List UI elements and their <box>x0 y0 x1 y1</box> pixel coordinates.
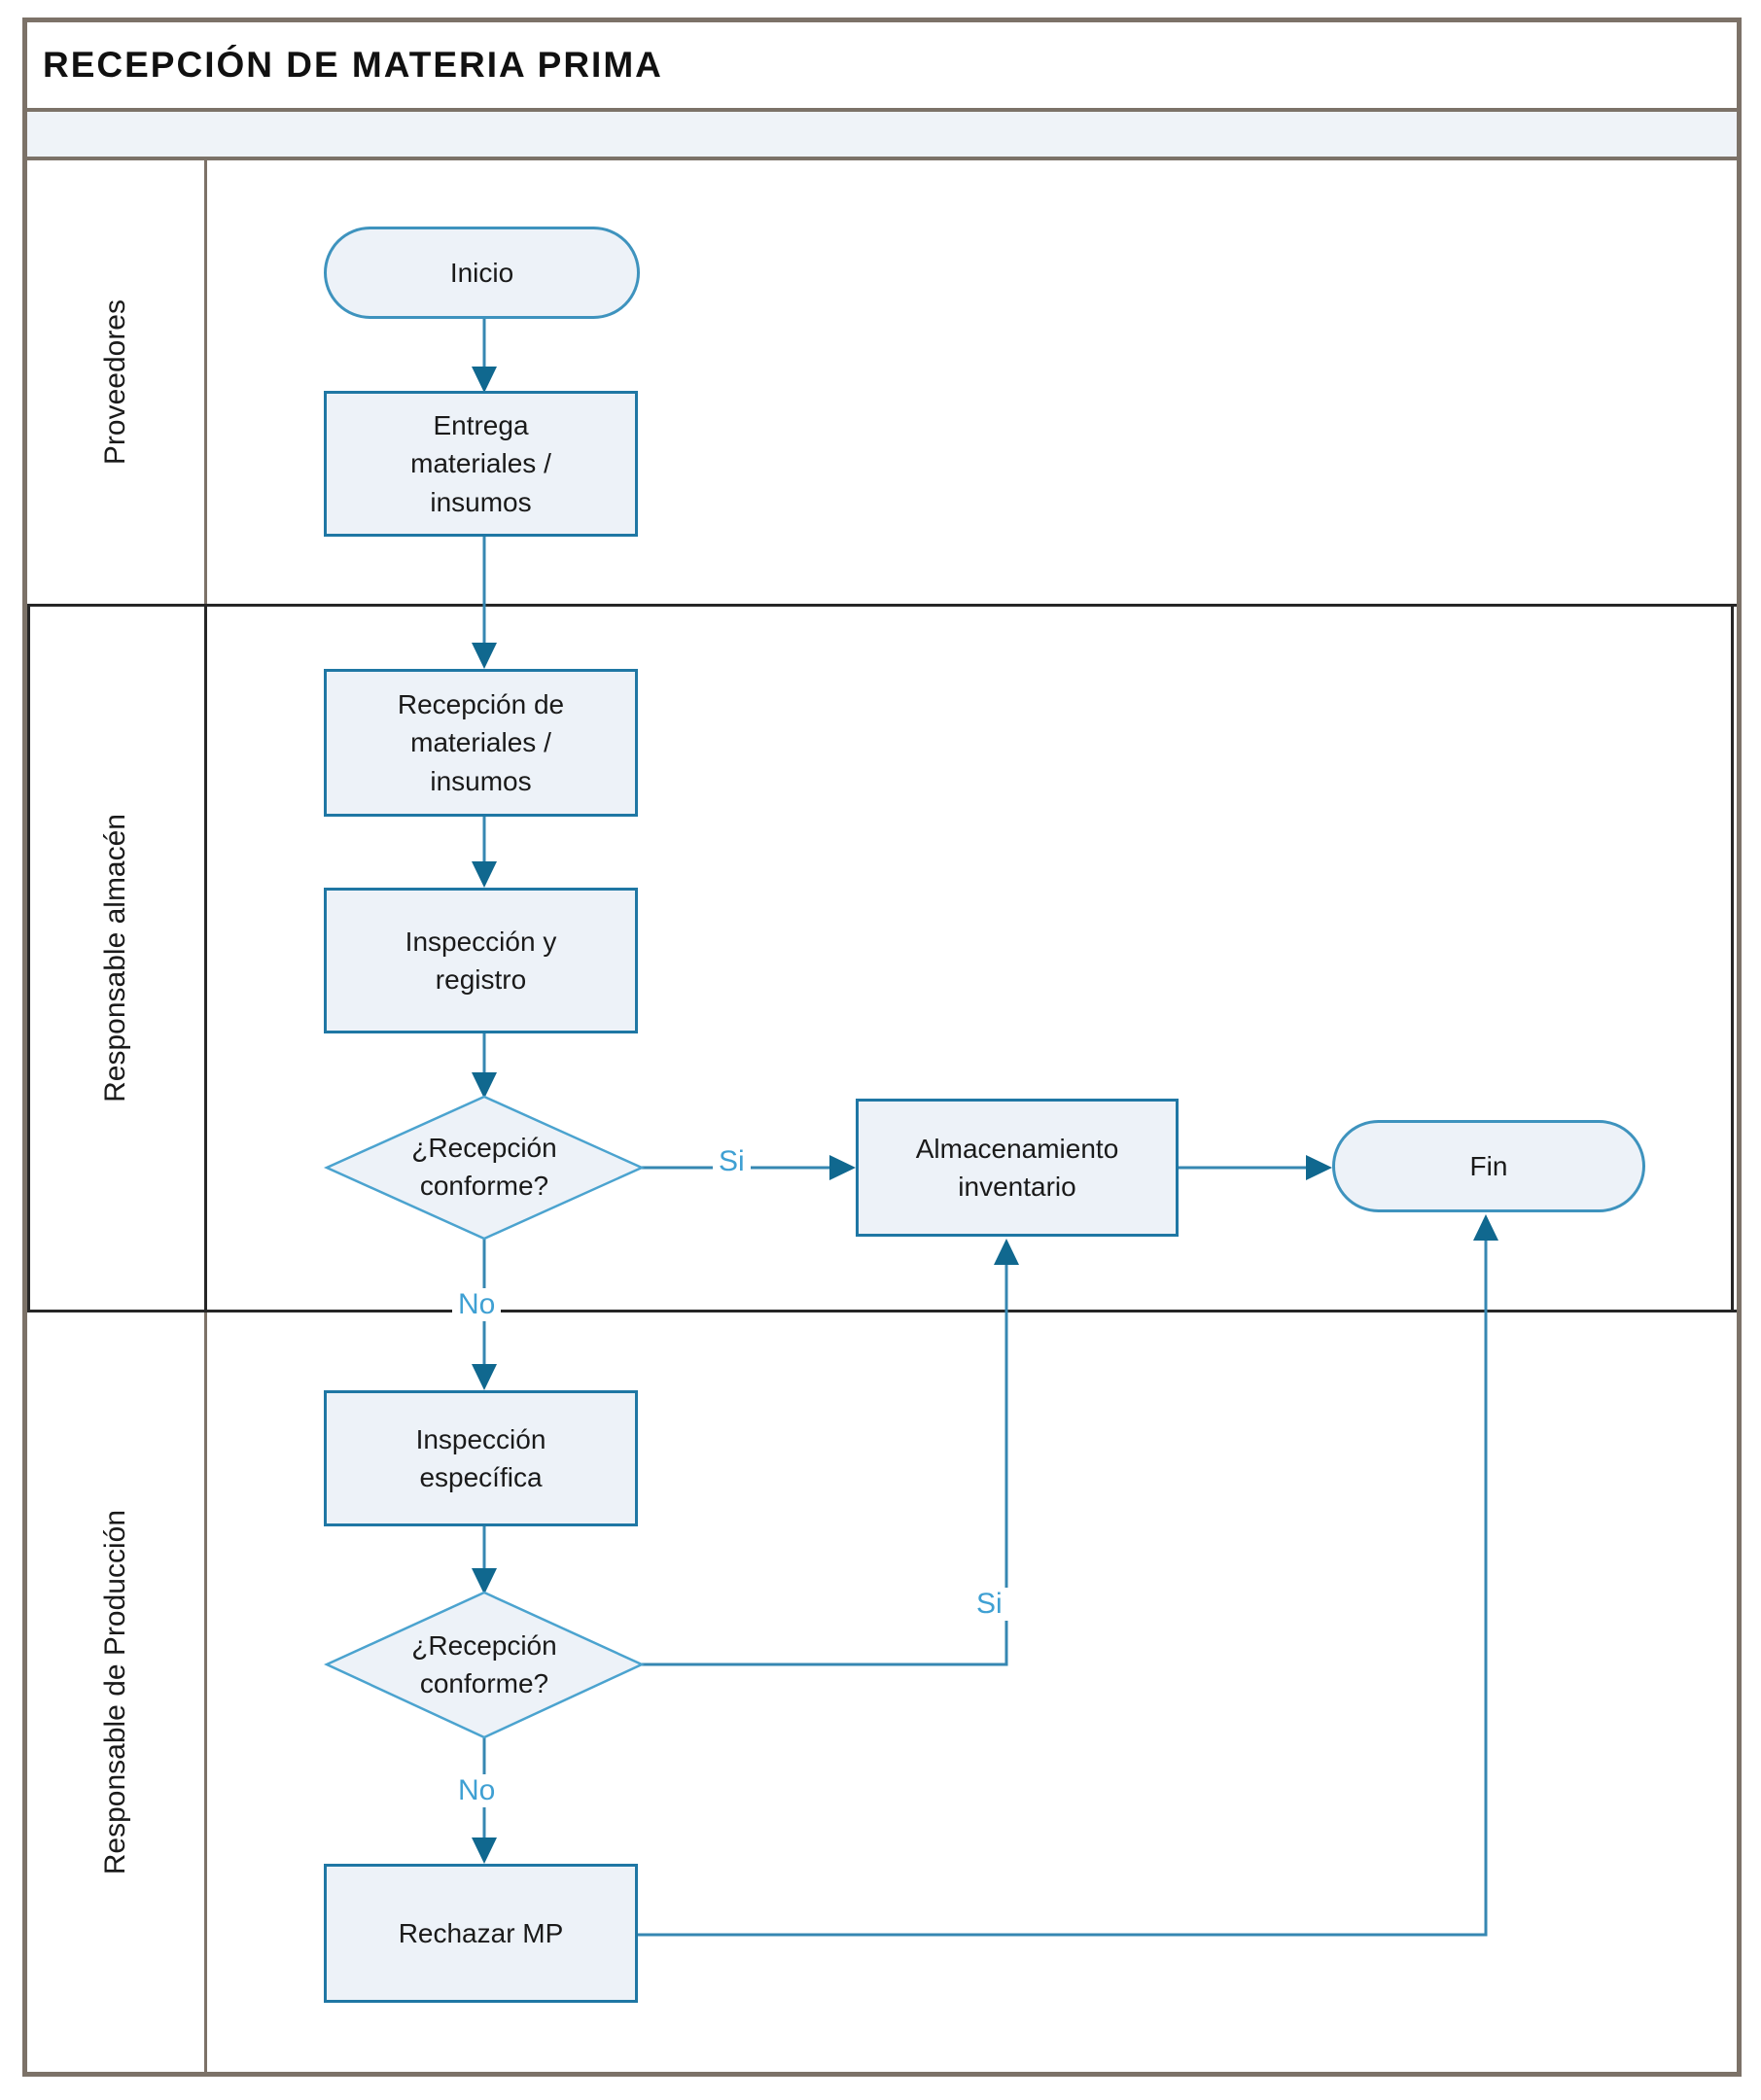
lane-divider-2 <box>27 1310 1737 1312</box>
arrowhead-almacenamiento-bottom <box>994 1239 1019 1265</box>
node-inicio: Inicio <box>324 227 640 319</box>
arrowhead-recepcion <box>472 643 497 669</box>
edge-label-si-almacen: Si <box>713 1145 751 1178</box>
node-entrega-materiales: Entrega materiales / insumos <box>324 391 638 537</box>
node-decision-produccion-label: ¿Recepción conforme? <box>411 1629 557 1698</box>
node-inspeccion-especifica: Inspección específica <box>324 1390 638 1526</box>
arrowhead-entrega <box>472 367 497 393</box>
edge-label-no-produccion: No <box>452 1774 502 1807</box>
arrowhead-rechazar <box>472 1838 497 1864</box>
lane-label-proveedores: Proveedores <box>27 160 207 604</box>
node-inspeccion-registro: Inspección y registro <box>324 888 638 1033</box>
lane-label-responsable-produccion: Responsable de Producción <box>27 1312 207 2072</box>
decision-produccion-diamond <box>324 1591 645 1739</box>
arrowhead-fin-bottom <box>1473 1214 1498 1241</box>
edge-label-no-almacen: No <box>452 1288 502 1321</box>
lane2-right-border <box>1731 607 1734 1310</box>
arrowhead-almacenamiento-left <box>829 1155 856 1180</box>
arrowhead-inspeccion-registro <box>472 861 497 888</box>
connector-rechazar-fin <box>638 1236 1488 1937</box>
arrowhead-decision2 <box>472 1568 497 1594</box>
arrowhead-inspeccion-especifica <box>472 1364 497 1390</box>
node-recepcion-materiales: Recepción de materiales / insumos <box>324 669 638 817</box>
chart-outer-frame <box>22 18 1742 2077</box>
node-almacenamiento-inventario: Almacenamiento inventario <box>856 1099 1179 1237</box>
lane-label-responsable-almacen: Responsable almacén <box>27 607 207 1310</box>
decision-almacen-diamond <box>323 1095 646 1241</box>
node-rechazar-mp: Rechazar MP <box>324 1864 638 2003</box>
edge-label-si-produccion: Si <box>970 1588 1008 1621</box>
arrowhead-fin-left <box>1306 1155 1332 1180</box>
connector-decision2-si-almacenamiento <box>642 1260 1008 1666</box>
lane-divider-1 <box>27 604 1737 607</box>
node-decision-almacen-label: ¿Recepción conforme? <box>411 1132 557 1201</box>
header-strip <box>27 108 1737 160</box>
node-fin: Fin <box>1332 1120 1645 1212</box>
arrowhead-decision1 <box>472 1072 497 1099</box>
lane2-left-border <box>27 607 30 1310</box>
page-title: RECEPCIÓN DE MATERIA PRIMA <box>43 45 663 85</box>
